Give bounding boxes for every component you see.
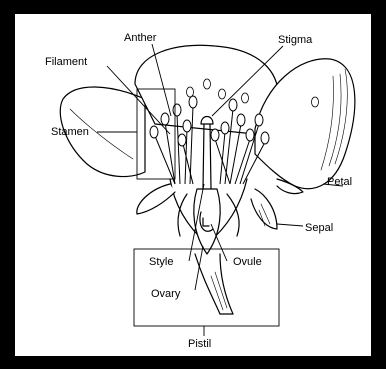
stigma-shape xyxy=(201,117,213,125)
ovary-leader xyxy=(195,246,203,290)
pistil-label: Pistil xyxy=(188,338,211,350)
ovule-label: Ovule xyxy=(233,256,262,268)
sepal-left xyxy=(137,184,175,214)
sepal-leader xyxy=(277,224,303,226)
stem xyxy=(195,254,220,314)
ovary-shape xyxy=(194,189,220,254)
petal-label: Petal xyxy=(327,176,352,188)
diagram-frame: Anther Stigma Filament Stamen Petal Sepa… xyxy=(15,14,371,356)
stigma-label: Stigma xyxy=(278,34,312,46)
ovary-label: Ovary xyxy=(151,288,180,300)
style-label: Style xyxy=(149,256,173,268)
filament-label: Filament xyxy=(45,56,87,68)
sepal-label: Sepal xyxy=(305,222,333,234)
stamen-label: Stamen xyxy=(51,126,89,138)
anther-label: Anther xyxy=(124,32,156,44)
